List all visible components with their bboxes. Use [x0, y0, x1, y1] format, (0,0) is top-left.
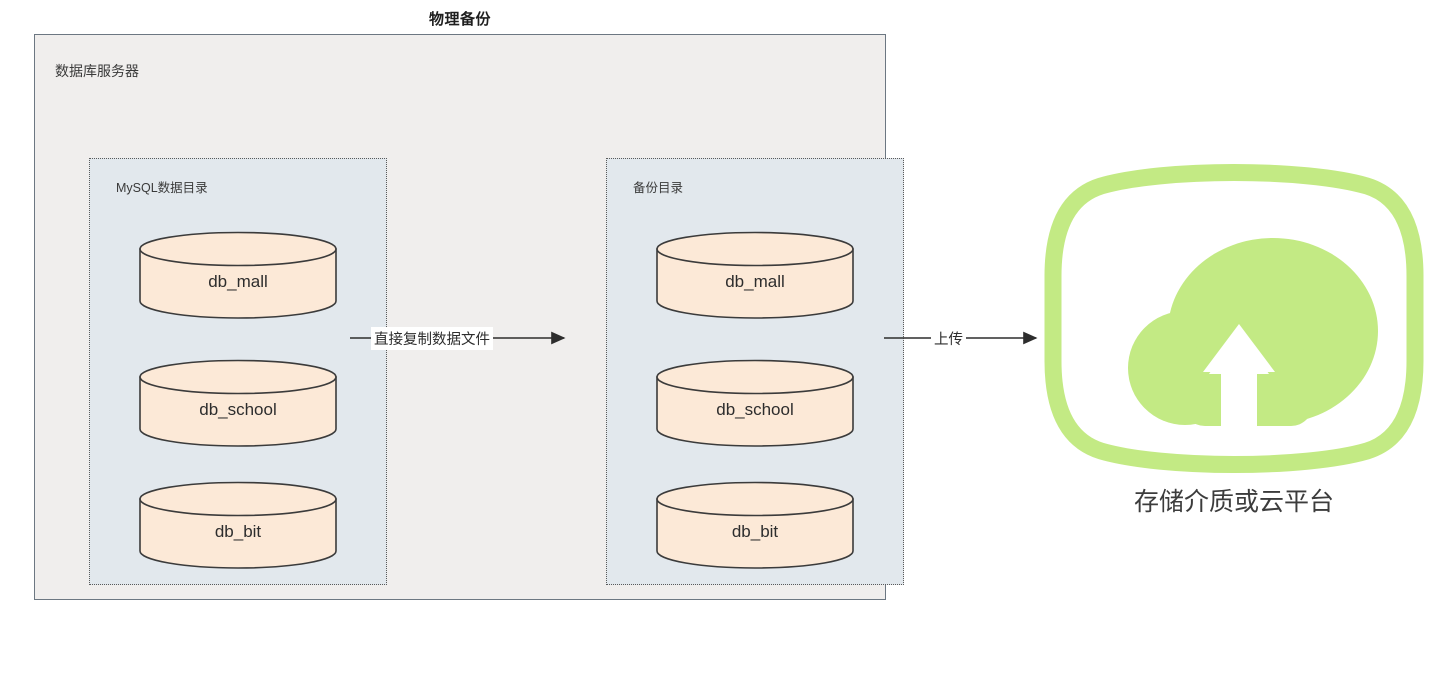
- cloud-storage-caption: 存储介质或云平台: [1133, 488, 1334, 516]
- copy-arrow-label: 直接复制数据文件: [371, 327, 493, 350]
- cylinder-shape-icon: [139, 359, 337, 447]
- upload-arrow-label: 上传: [931, 327, 966, 350]
- cylinder-shape-icon: [139, 231, 337, 319]
- cylinder-shape-icon: [656, 359, 854, 447]
- database-cylinder-db-bit-source: db_bit: [138, 481, 338, 569]
- cloud-upload-icon: [1043, 156, 1425, 481]
- database-cylinder-db-school-backup: db_school: [655, 359, 855, 447]
- cylinder-shape-icon: [656, 481, 854, 569]
- mysql-data-directory-label: MySQL数据目录: [116, 181, 208, 195]
- page-title: 物理备份: [428, 11, 491, 28]
- backup-directory-box: 备份目录 db_mall db_school db_bit: [606, 158, 904, 585]
- database-server-label: 数据库服务器: [55, 63, 139, 79]
- cylinder-shape-icon: [656, 231, 854, 319]
- mysql-data-directory-box: MySQL数据目录 db_mall db_school db_bit: [89, 158, 387, 585]
- backup-directory-label: 备份目录: [633, 181, 684, 195]
- cylinder-shape-icon: [139, 481, 337, 569]
- database-cylinder-db-mall-source: db_mall: [138, 231, 338, 319]
- database-cylinder-db-bit-backup: db_bit: [655, 481, 855, 569]
- database-server-container: 数据库服务器 MySQL数据目录 db_mall db_school db_bi…: [34, 34, 904, 600]
- database-cylinder-db-school-source: db_school: [138, 359, 338, 447]
- database-cylinder-db-mall-backup: db_mall: [655, 231, 855, 319]
